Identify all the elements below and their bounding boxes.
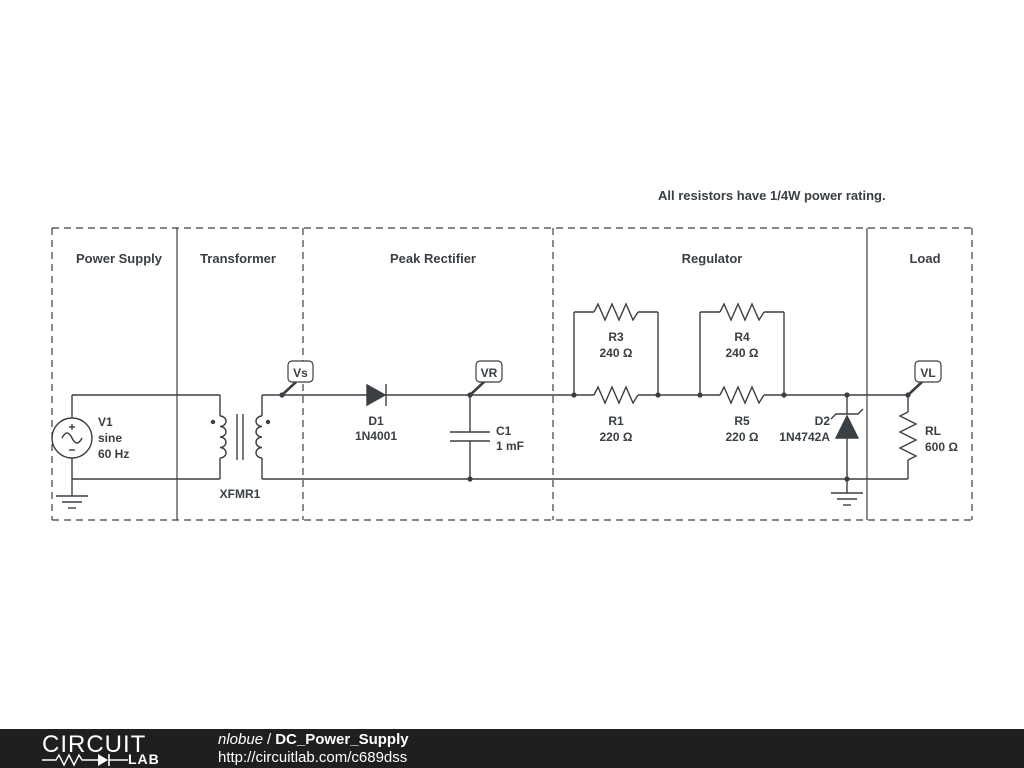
rl-name: RL: [925, 424, 941, 438]
transformer-dot-secondary: [265, 419, 271, 425]
r5-name: R5: [734, 414, 750, 428]
v1-sine-source-icon: [51, 417, 93, 459]
section-borders: [51, 227, 973, 521]
probe-vl-needle-icon: [907, 381, 923, 396]
v1-frequency: 60 Hz: [98, 447, 129, 461]
probe-vs[interactable]: Vs: [281, 360, 314, 396]
rl-value: 600 Ω: [925, 440, 958, 454]
ground-icon: [831, 492, 863, 506]
d2-name: D2: [815, 414, 831, 428]
diode-d1-icon: [366, 383, 387, 407]
c1-value: 1 mF: [496, 439, 524, 453]
capacitor-c1-icon: [450, 431, 490, 442]
logo-text-top: CIRCUIT: [42, 731, 147, 758]
d1-name: D1: [368, 414, 384, 428]
probe-vl-tag: [914, 360, 942, 383]
r1-value: 220 Ω: [600, 430, 633, 444]
circuit-url-link[interactable]: http://circuitlab.com/c689dss: [218, 749, 408, 766]
resistor-r1-icon: [593, 385, 639, 405]
probe-vs-needle-icon: [281, 381, 297, 396]
circuit-name[interactable]: DC_Power_Supply: [275, 731, 409, 748]
probe-vr-tag: [475, 360, 503, 383]
d1-part: 1N4001: [355, 429, 397, 443]
resistor-r4-icon: [719, 302, 765, 322]
section-title-peak-rectifier: Peak Rectifier: [390, 251, 476, 266]
ground-icon: [56, 495, 88, 509]
probe-vs-label: Vs: [293, 366, 308, 380]
r4-name: R4: [734, 330, 750, 344]
r4-value: 240 Ω: [726, 346, 759, 360]
r3-value: 240 Ω: [600, 346, 633, 360]
d2-part: 1N4742A: [779, 430, 830, 444]
v1-name: V1: [98, 415, 113, 429]
section-title-load: Load: [909, 251, 940, 266]
circuit-schematic: All resistors have 1/4W power rating. Po…: [51, 188, 973, 521]
c1-name: C1: [496, 424, 512, 438]
probe-vs-tag: [287, 360, 314, 383]
probe-vr[interactable]: VR: [469, 360, 503, 396]
probe-vr-needle-icon: [469, 381, 485, 396]
probe-vr-label: VR: [481, 366, 498, 380]
resistor-r5-icon: [719, 385, 765, 405]
circuit-title-line: nlobue/DC_Power_Supply: [218, 731, 409, 748]
section-title-transformer: Transformer: [200, 251, 276, 266]
circuitlab-logo[interactable]: CIRCUIT LAB: [42, 731, 177, 767]
resistor-diode-logo-icon: [42, 753, 128, 767]
r5-value: 220 Ω: [726, 430, 759, 444]
resistor-rl-icon: [898, 411, 918, 461]
power-rating-note: All resistors have 1/4W power rating.: [658, 188, 886, 203]
section-title-power-supply: Power Supply: [76, 251, 163, 266]
r3-name: R3: [608, 330, 624, 344]
wires: [71, 311, 909, 496]
r1-name: R1: [608, 414, 624, 428]
transformer-dot-primary: [210, 419, 216, 425]
footer-bar: CIRCUIT LAB nlobue/DC_Power_Supply http:…: [0, 729, 1024, 768]
owner-username[interactable]: nlobue: [218, 731, 264, 748]
resistor-r3-icon: [593, 302, 639, 322]
xfmr1-name: XFMR1: [220, 487, 261, 501]
v1-type: sine: [98, 431, 122, 445]
title-separator: /: [267, 731, 272, 748]
section-title-regulator: Regulator: [682, 251, 743, 266]
probe-vl-label: VL: [920, 366, 935, 380]
probe-vl[interactable]: VL: [907, 360, 942, 396]
junction-dots: [279, 392, 911, 482]
logo-text-bottom: LAB: [128, 751, 160, 767]
transformer-xfmr1-icon: [219, 414, 263, 460]
zener-diode-d2-icon: [830, 408, 864, 439]
